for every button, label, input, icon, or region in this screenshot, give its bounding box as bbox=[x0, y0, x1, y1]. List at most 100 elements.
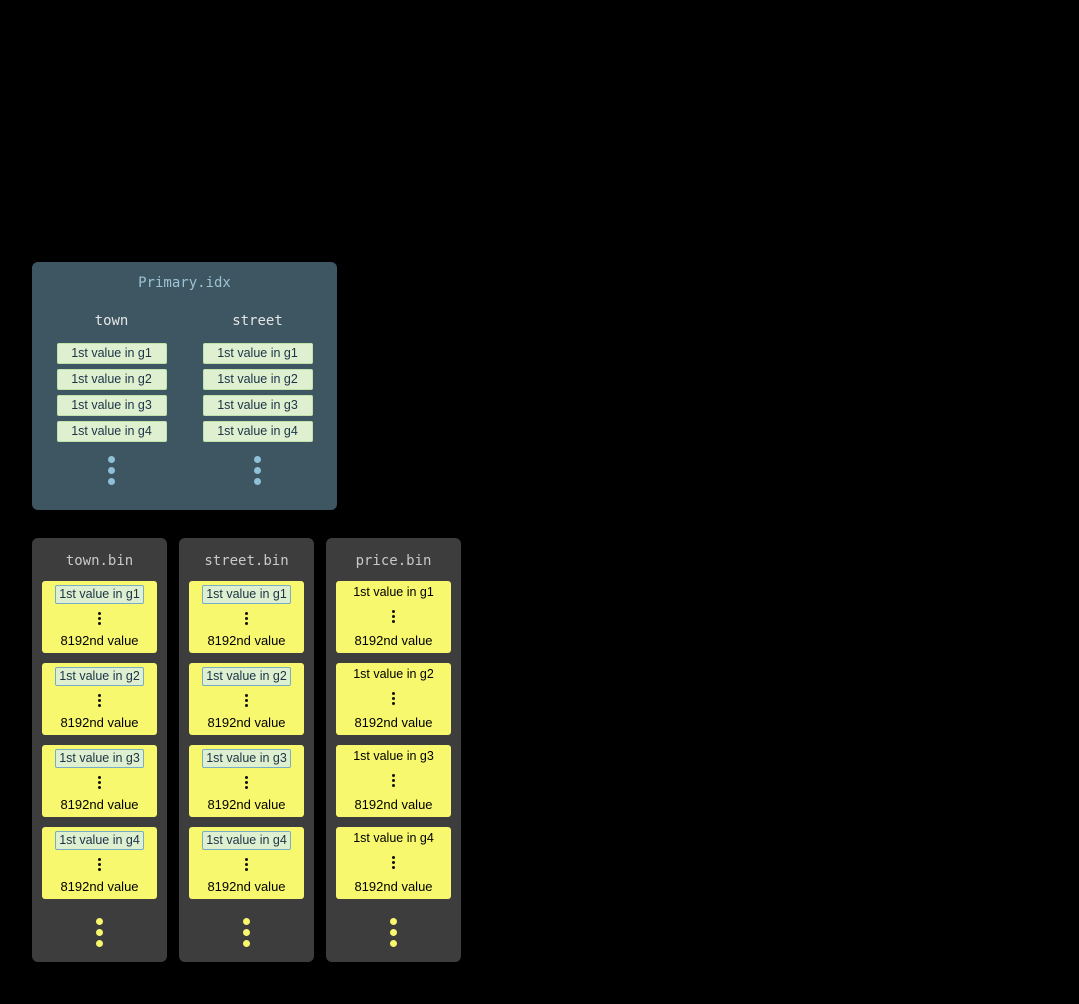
primary-index-panel: Primary.idx town 1st value in g1 1st value… bbox=[32, 262, 337, 510]
granule-first-value: 1st value in g3 bbox=[55, 749, 144, 768]
granule-last-value: 8192nd value bbox=[60, 797, 139, 812]
dot bbox=[392, 609, 395, 613]
ellipsis-dots bbox=[245, 858, 248, 871]
ellipsis-dots bbox=[254, 456, 261, 485]
dot bbox=[245, 699, 248, 702]
dot bbox=[98, 863, 101, 866]
ellipsis-dots bbox=[392, 773, 395, 787]
primary-index-columns: town 1st value in g1 1st value in g2 1st va… bbox=[32, 313, 337, 485]
granule-first-value: 1st value in g4 bbox=[202, 831, 291, 850]
granule-block: 1st value in g1 8192nd value bbox=[42, 581, 157, 653]
ellipsis-dots bbox=[96, 918, 103, 947]
dot bbox=[98, 868, 101, 871]
column-header: town bbox=[94, 313, 129, 329]
dot bbox=[98, 694, 101, 697]
dot bbox=[108, 456, 115, 463]
granule-block: 1st value in g2 8192nd value bbox=[189, 663, 304, 735]
dot bbox=[96, 929, 103, 936]
index-mark: 1st value in g2 bbox=[56, 369, 167, 390]
dot bbox=[390, 929, 397, 936]
dot bbox=[392, 691, 395, 695]
dot bbox=[390, 940, 397, 947]
bin-file-title: town.bin bbox=[65, 553, 134, 569]
granule-first-value: 1st value in g3 bbox=[202, 749, 291, 768]
dot bbox=[245, 694, 248, 697]
index-mark: 1st value in g4 bbox=[202, 421, 313, 442]
dot bbox=[254, 456, 261, 463]
dot bbox=[98, 786, 101, 789]
granule-first-value: 1st value in g3 bbox=[353, 749, 434, 763]
dot bbox=[392, 773, 395, 777]
dot bbox=[392, 860, 395, 864]
ellipsis-dots bbox=[245, 694, 248, 707]
dot bbox=[254, 478, 261, 485]
index-mark: 1st value in g4 bbox=[56, 421, 167, 442]
granule-last-value: 8192nd value bbox=[354, 797, 433, 812]
primary-index-title: Primary.idx bbox=[138, 275, 231, 291]
ellipsis-dots bbox=[98, 858, 101, 871]
ellipsis-dots bbox=[98, 694, 101, 707]
granule-last-value: 8192nd value bbox=[60, 633, 139, 648]
dot bbox=[392, 701, 395, 705]
dot bbox=[96, 940, 103, 947]
dot bbox=[392, 855, 395, 859]
dot bbox=[245, 868, 248, 871]
granule-first-value: 1st value in g2 bbox=[353, 667, 434, 681]
index-mark: 1st value in g3 bbox=[56, 395, 167, 416]
ellipsis-dots bbox=[392, 609, 395, 623]
granule-first-value: 1st value in g2 bbox=[202, 667, 291, 686]
dot bbox=[243, 940, 250, 947]
dot bbox=[108, 478, 115, 485]
ellipsis-dots bbox=[392, 691, 395, 705]
primary-column-town: town 1st value in g1 1st value in g2 1st va… bbox=[56, 313, 168, 485]
dot bbox=[243, 929, 250, 936]
dot bbox=[98, 776, 101, 779]
index-mark: 1st value in g2 bbox=[202, 369, 313, 390]
dot bbox=[98, 704, 101, 707]
ellipsis-dots bbox=[98, 612, 101, 625]
column-header: street bbox=[232, 313, 283, 329]
dot bbox=[392, 778, 395, 782]
granule-last-value: 8192nd value bbox=[207, 715, 286, 730]
ellipsis-dots bbox=[390, 918, 397, 947]
dot bbox=[243, 918, 250, 925]
dot bbox=[245, 622, 248, 625]
dot bbox=[245, 858, 248, 861]
dot bbox=[245, 776, 248, 779]
granule-first-value: 1st value in g1 bbox=[202, 585, 291, 604]
dot bbox=[108, 467, 115, 474]
index-mark: 1st value in g1 bbox=[56, 343, 167, 364]
ellipsis-dots bbox=[245, 612, 248, 625]
dot bbox=[254, 467, 261, 474]
ellipsis-dots bbox=[98, 776, 101, 789]
granule-first-value: 1st value in g1 bbox=[55, 585, 144, 604]
granule-last-value: 8192nd value bbox=[354, 633, 433, 648]
granule-last-value: 8192nd value bbox=[60, 715, 139, 730]
index-mark: 1st value in g1 bbox=[202, 343, 313, 364]
dot bbox=[98, 699, 101, 702]
granule-first-value: 1st value in g4 bbox=[353, 831, 434, 845]
dot bbox=[392, 619, 395, 623]
dot bbox=[392, 614, 395, 618]
dot bbox=[245, 863, 248, 866]
dot bbox=[392, 783, 395, 787]
granule-block: 1st value in g3 8192nd value bbox=[42, 745, 157, 817]
dot bbox=[392, 865, 395, 869]
bin-file-title: price.bin bbox=[355, 553, 432, 569]
granule-first-value: 1st value in g2 bbox=[55, 667, 144, 686]
index-mark: 1st value in g3 bbox=[202, 395, 313, 416]
granule-last-value: 8192nd value bbox=[60, 879, 139, 894]
ellipsis-dots bbox=[392, 855, 395, 869]
